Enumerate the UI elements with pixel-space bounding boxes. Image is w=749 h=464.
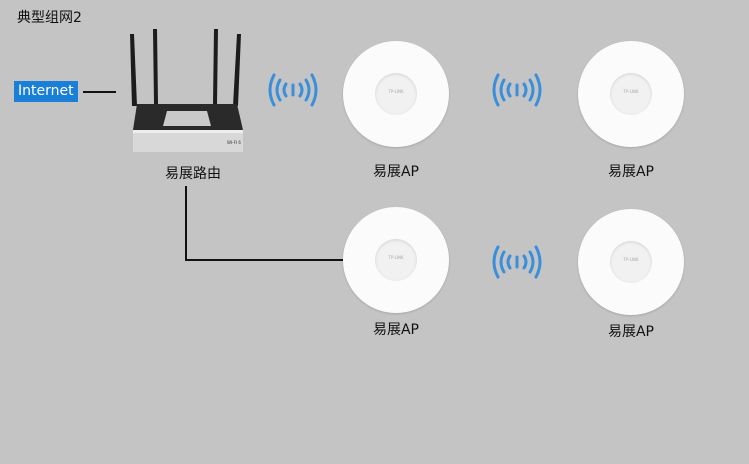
ap-label: 易展AP [607, 324, 655, 340]
wired-line-vertical [185, 186, 187, 261]
router-label: 易展路由 [165, 166, 221, 182]
access-point-4: TP-LINK [578, 209, 684, 315]
wifi-signal-icon [268, 73, 318, 107]
diagram-title: 典型组网2 [17, 10, 82, 26]
wifi-signal-icon [492, 73, 542, 107]
access-point-1: TP-LINK [343, 41, 449, 147]
ap-label: 易展AP [372, 322, 420, 338]
ap-label: 易展AP [372, 164, 420, 180]
router-image: WI-FI 6 [130, 29, 243, 152]
access-point-3: TP-LINK [343, 207, 449, 313]
svg-text:WI-FI 6: WI-FI 6 [227, 140, 241, 145]
access-point-2: TP-LINK [578, 41, 684, 147]
ap-label: 易展AP [607, 164, 655, 180]
ap-logo: TP-LINK [623, 257, 639, 262]
ap-logo: TP-LINK [388, 89, 404, 94]
wifi-signal-icon [492, 245, 542, 279]
internet-link-line [83, 91, 116, 93]
ap-logo: TP-LINK [388, 255, 404, 260]
wired-line-horizontal [185, 259, 345, 261]
internet-label: Internet [14, 81, 78, 102]
ap-logo: TP-LINK [623, 89, 639, 94]
